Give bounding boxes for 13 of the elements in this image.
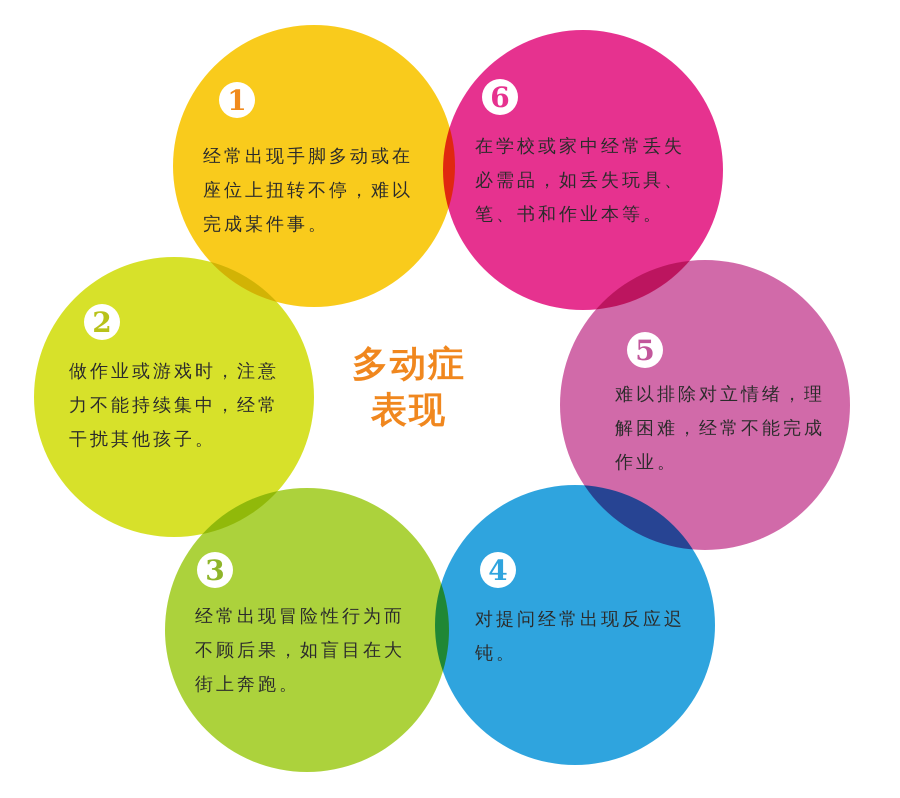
number-badge: 5	[627, 332, 663, 368]
number-badge: 6	[482, 79, 518, 115]
number-badge: 3	[197, 552, 233, 588]
description-text: 经常出现冒险性行为而不顾后果，如盲目在大街上奔跑。	[195, 605, 406, 697]
title-text: 多动症表现	[351, 343, 467, 433]
number-badge: 1	[219, 82, 255, 118]
description-text: 在学校或家中经常丢失必需品，如丢失玩具、笔、书和作业本等。	[475, 135, 686, 227]
number-badge: 2	[84, 304, 120, 340]
number-badge: 4	[480, 552, 516, 588]
description-text: 经常出现手脚多动或在座位上扭转不停，难以完成某件事。	[203, 145, 414, 237]
description-text: 做作业或游戏时，注意力不能持续集中，经常干扰其他孩子。	[69, 360, 280, 452]
description-text: 难以排除对立情绪，理解困难，经常不能完成作业。	[615, 383, 826, 475]
description-text: 对提问经常出现反应迟钝。	[475, 608, 686, 666]
